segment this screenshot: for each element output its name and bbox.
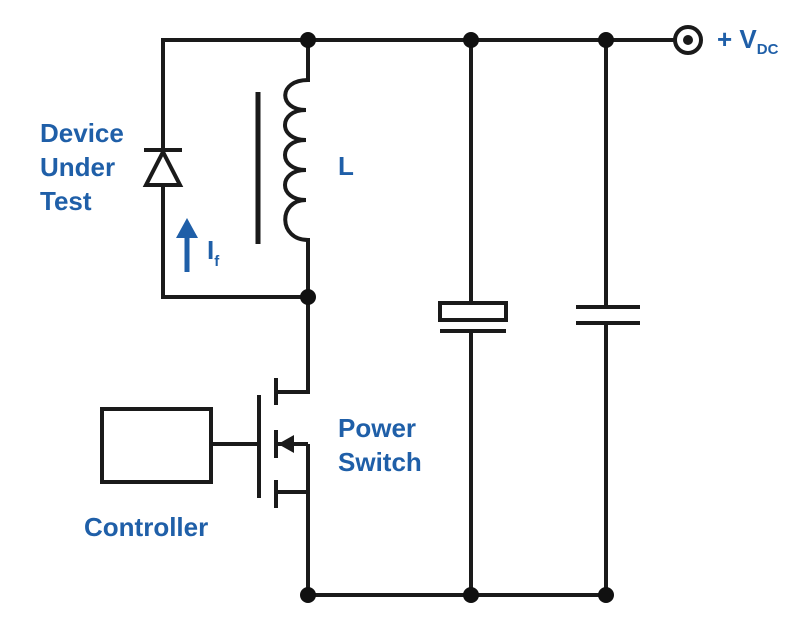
polarized-capacitor-icon — [438, 301, 508, 333]
mosfet-icon — [209, 378, 310, 508]
current-label: If — [207, 235, 220, 270]
junction-node — [300, 289, 316, 305]
junction-node — [598, 587, 614, 603]
capacitor-icon — [576, 305, 640, 325]
supply-label-main: + V — [717, 24, 757, 54]
current-label-sub: f — [214, 253, 220, 270]
current-label-main: I — [207, 235, 214, 265]
inductor-label: L — [338, 151, 354, 181]
supply-label-sub: DC — [757, 41, 779, 58]
junction-node — [463, 587, 479, 603]
junction-node — [598, 32, 614, 48]
wiring — [161, 38, 678, 597]
dut-label-line3: Test — [40, 186, 92, 216]
inductor-coil-icon — [255, 78, 309, 244]
switch-label-line1: Power — [338, 413, 416, 443]
dut-label-line1: Device — [40, 118, 124, 148]
supply-label: + VDC — [717, 24, 779, 58]
junction-node — [300, 587, 316, 603]
controller-block — [100, 407, 213, 484]
supply-terminal-icon — [673, 25, 703, 55]
arrow-up-icon — [176, 218, 198, 272]
dut-label-line2: Under — [40, 152, 115, 182]
controller-label: Controller — [84, 512, 208, 542]
switch-label-line2: Switch — [338, 447, 422, 477]
junction-node — [300, 32, 316, 48]
junction-nodes — [300, 32, 614, 603]
junction-node — [463, 32, 479, 48]
diode-icon — [142, 147, 184, 187]
